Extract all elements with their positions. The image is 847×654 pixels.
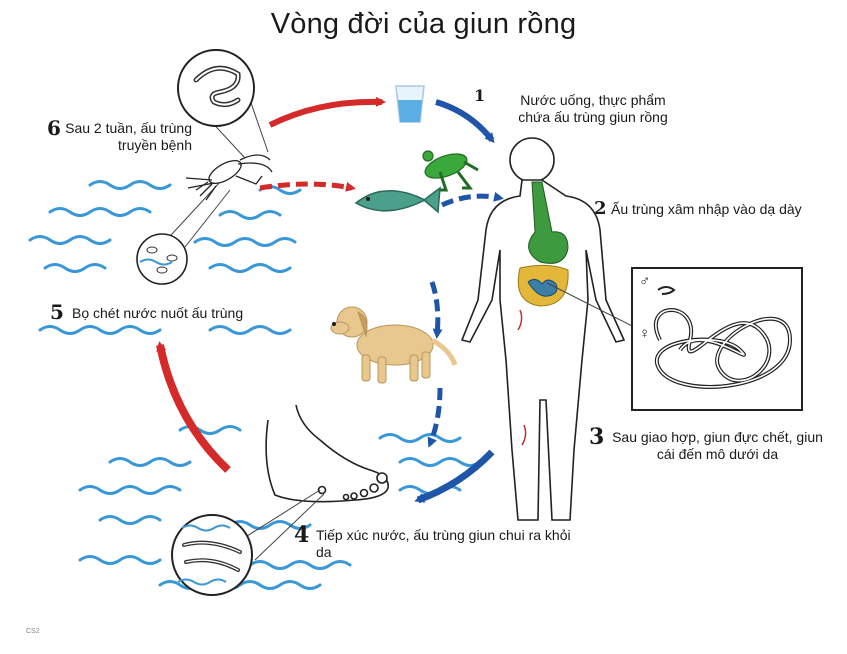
step-2-number: 2 (594, 198, 607, 219)
arrow-fish-to-human (440, 191, 504, 208)
diagram-title: Vòng đời của giun rồng (270, 8, 577, 40)
step-5-number: 5 (50, 300, 64, 324)
step-3-number: 3 (589, 424, 605, 450)
foot-figure (265, 404, 389, 503)
larva-magnifier-bottom (171, 514, 253, 596)
arrow-dashed-to-foot (427, 387, 443, 448)
human-body-figure (460, 137, 626, 521)
step-5-text: Bọ chét nước nuốt ấu trùng (72, 305, 244, 321)
step-2-text: Ấu trùng xâm nhập vào dạ dày (611, 201, 802, 217)
arrow-copepod-to-water (268, 96, 386, 128)
step-3-text: Sau giao hợp, giun đực chết, giun cái đế… (612, 429, 823, 462)
step-6-number: 6 (47, 116, 61, 140)
arrow-human-to-foot (414, 449, 495, 504)
step-6-text: Sau 2 tuần, ấu trùng truyền bệnh (65, 120, 192, 153)
water-waves-upper (28, 180, 302, 335)
step-1-number: 1 (474, 86, 486, 105)
larva-magnifier-top (177, 49, 255, 127)
arrow-foot-to-copepod (156, 341, 231, 473)
arrow-copepod-to-fish (259, 181, 356, 192)
worm-box (631, 267, 803, 411)
step-4-number: 4 (294, 522, 310, 548)
arrow-dashed-to-dog (429, 281, 443, 339)
step-4-text: Tiếp xúc nước, ấu trùng giun chui ra khỏ… (316, 527, 571, 560)
arrow-water-to-human (435, 99, 495, 144)
water-flea-magnifier (136, 233, 188, 285)
step-1-text: Nước uống, thực phẩm chứa ấu trùng giun … (518, 92, 668, 125)
frog-icon (422, 150, 479, 192)
intestine-organ (517, 264, 569, 307)
dog-icon (330, 306, 458, 384)
water-glass-icon (395, 85, 425, 123)
male-symbol: ♂ (639, 273, 651, 290)
subcutaneous-worm-marks (517, 309, 527, 446)
female-symbol: ♀ (639, 325, 651, 342)
copepod-icon (185, 154, 273, 201)
fish-icon (354, 186, 441, 214)
stomach-organ (528, 181, 569, 264)
watermark: CS2 (26, 628, 40, 635)
